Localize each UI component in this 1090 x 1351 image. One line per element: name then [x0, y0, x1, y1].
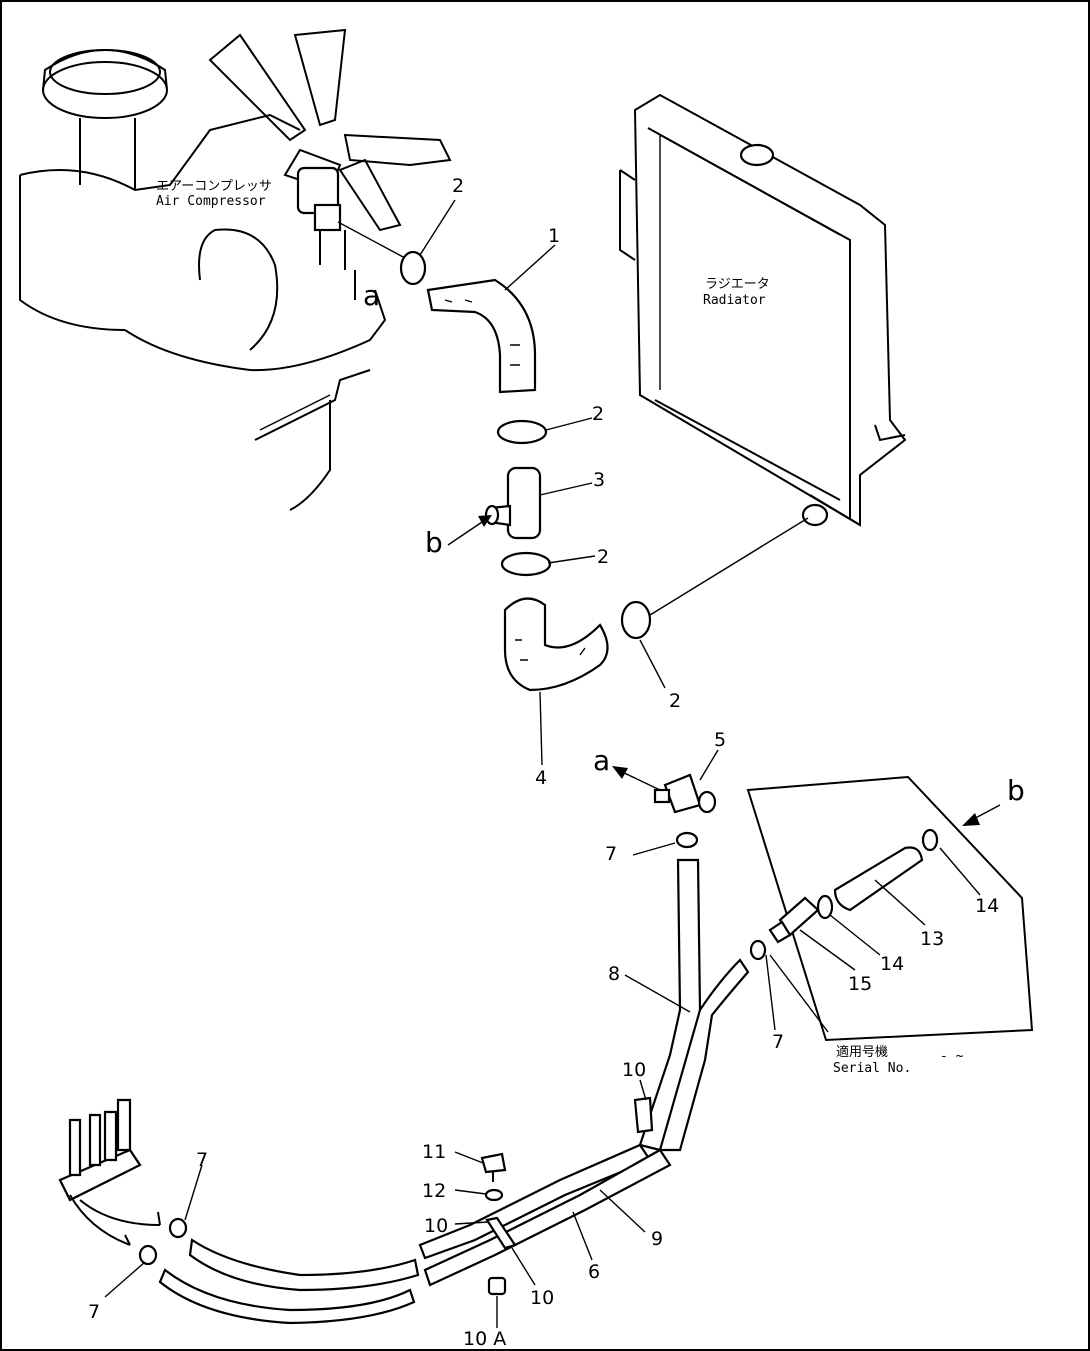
- detail-parts: [749, 828, 939, 961]
- clamp-part-10-middle: [485, 1216, 517, 1250]
- clamp-part-7-left-lower: [138, 1244, 158, 1266]
- nut-part-10a: [487, 1276, 507, 1296]
- callout-7-top: 7: [605, 843, 617, 865]
- serial-label-en: Serial No.: [833, 1061, 911, 1076]
- callout-14-left: 14: [880, 953, 904, 975]
- callout-7-detail: 7: [772, 1031, 784, 1053]
- connector-line: [649, 517, 809, 616]
- bolt-part-11: [480, 1152, 507, 1182]
- callout-3: 3: [593, 469, 605, 491]
- serial-value: - ~: [940, 1049, 964, 1064]
- callout-12: 12: [422, 1180, 446, 1202]
- callout-7-left-lower: 7: [88, 1301, 100, 1323]
- ref-a-compressor: a: [363, 279, 380, 312]
- callout-13: 13: [920, 928, 944, 950]
- valve-part-5: [653, 773, 717, 814]
- ref-b-tee: b: [425, 526, 443, 559]
- callout-2-radiator: 2: [669, 690, 681, 712]
- callout-10-top: 10: [622, 1059, 646, 1081]
- callout-10-middle: 10: [424, 1215, 448, 1237]
- leader-a-compressor: [337, 221, 406, 259]
- callout-2-lower: 2: [597, 546, 609, 568]
- clamp-part-7-detail: [749, 939, 767, 961]
- air-compressor-label-en: Air Compressor: [156, 194, 266, 209]
- clamp-part-7-top: [675, 831, 699, 849]
- serial-detail-box: [746, 775, 1034, 1042]
- callout-11: 11: [422, 1141, 446, 1163]
- clamp-part-2-top: [399, 250, 427, 286]
- callout-7-left-upper: 7: [196, 1149, 208, 1171]
- callout-10-bottom: 10: [530, 1287, 554, 1309]
- clamp-part-14-right: [921, 828, 939, 852]
- engine-assembly: [19, 28, 452, 511]
- clamp-part-7-left-upper: [168, 1217, 188, 1239]
- clamp-part-14-left: [816, 894, 834, 920]
- arrow-b-detail-head: [962, 813, 980, 826]
- callout-1: 1: [548, 225, 560, 247]
- arrow-a-head: [612, 766, 628, 779]
- callout-2-upper: 2: [592, 403, 604, 425]
- arrow-b-tee-head: [478, 515, 492, 527]
- tee-part-3: [484, 466, 542, 540]
- callout-5: 5: [714, 729, 726, 751]
- serial-label-jp: 適用号機: [836, 1044, 888, 1060]
- callout-6: 6: [588, 1261, 600, 1283]
- ref-b-detail: b: [1007, 774, 1025, 807]
- air-compressor-label-jp: エアーコンプレッサ: [156, 179, 272, 194]
- radiator-label-jp: ラジエータ: [705, 277, 770, 292]
- callout-10a: 10 A: [463, 1328, 506, 1350]
- hose-part-1: [426, 278, 537, 394]
- ref-a-valve: a: [593, 744, 610, 777]
- heater-core: [58, 1098, 161, 1246]
- callout-8: 8: [608, 963, 620, 985]
- arrow-b-tee: [447, 517, 489, 546]
- clamp-part-2-upper: [496, 419, 548, 445]
- leader-lines: [104, 199, 981, 1328]
- clamp-part-2-lower: [500, 551, 552, 577]
- radiator-label-en: Radiator: [703, 293, 766, 308]
- radiator: [619, 93, 907, 527]
- callout-15: 15: [848, 973, 872, 995]
- callout-4: 4: [535, 767, 547, 789]
- clamp-part-2-radiator: [620, 600, 652, 640]
- hose-part-4: [503, 597, 609, 692]
- callout-2-top: 2: [452, 175, 464, 197]
- heater-hoses: [158, 831, 750, 1325]
- callout-14-right: 14: [975, 895, 999, 917]
- callout-9: 9: [651, 1228, 663, 1250]
- washer-part-12: [484, 1188, 504, 1202]
